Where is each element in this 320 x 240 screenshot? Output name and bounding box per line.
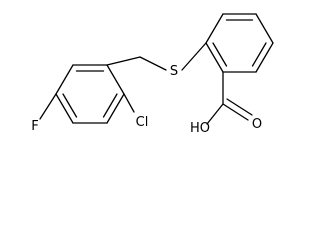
double-bond-inner [212, 42, 228, 67]
double-bond-inner [102, 93, 118, 118]
bond-ring-to-chlorine [123, 93, 135, 113]
double-bond-inner [251, 42, 267, 67]
bond-sulfur-to-ring [181, 42, 207, 71]
chlorofluorophenyl-ring [55, 64, 125, 124]
bond [55, 64, 74, 95]
bond-carboxyl-to-hydroxyl [206, 103, 224, 125]
bond-ring-to-ch2 [106, 56, 141, 66]
fluorine-atom-label: F [31, 119, 38, 134]
bond-ch2-to-sulfur [139, 56, 167, 71]
sulfur-atom-label: S [170, 64, 178, 79]
bond [106, 64, 125, 95]
bond [205, 13, 224, 44]
bond [205, 42, 224, 73]
hydroxyl-atom-label: HO [190, 121, 210, 136]
carbonyl-double-bond-b [226, 98, 253, 116]
carbonyl-double-bond-a [222, 103, 249, 121]
bond [55, 93, 74, 124]
chlorine-atom-label: Cl [136, 115, 149, 130]
chemical-structure-diagram: S F Cl HO O [31, 13, 274, 136]
bond-ring-to-fluorine [39, 93, 57, 120]
benzoic-acid-ring [205, 13, 274, 73]
double-bond-inner [62, 93, 78, 118]
oxygen-atom-label: O [252, 117, 262, 132]
bond [255, 42, 274, 73]
bond [106, 93, 125, 124]
bond [255, 13, 274, 44]
